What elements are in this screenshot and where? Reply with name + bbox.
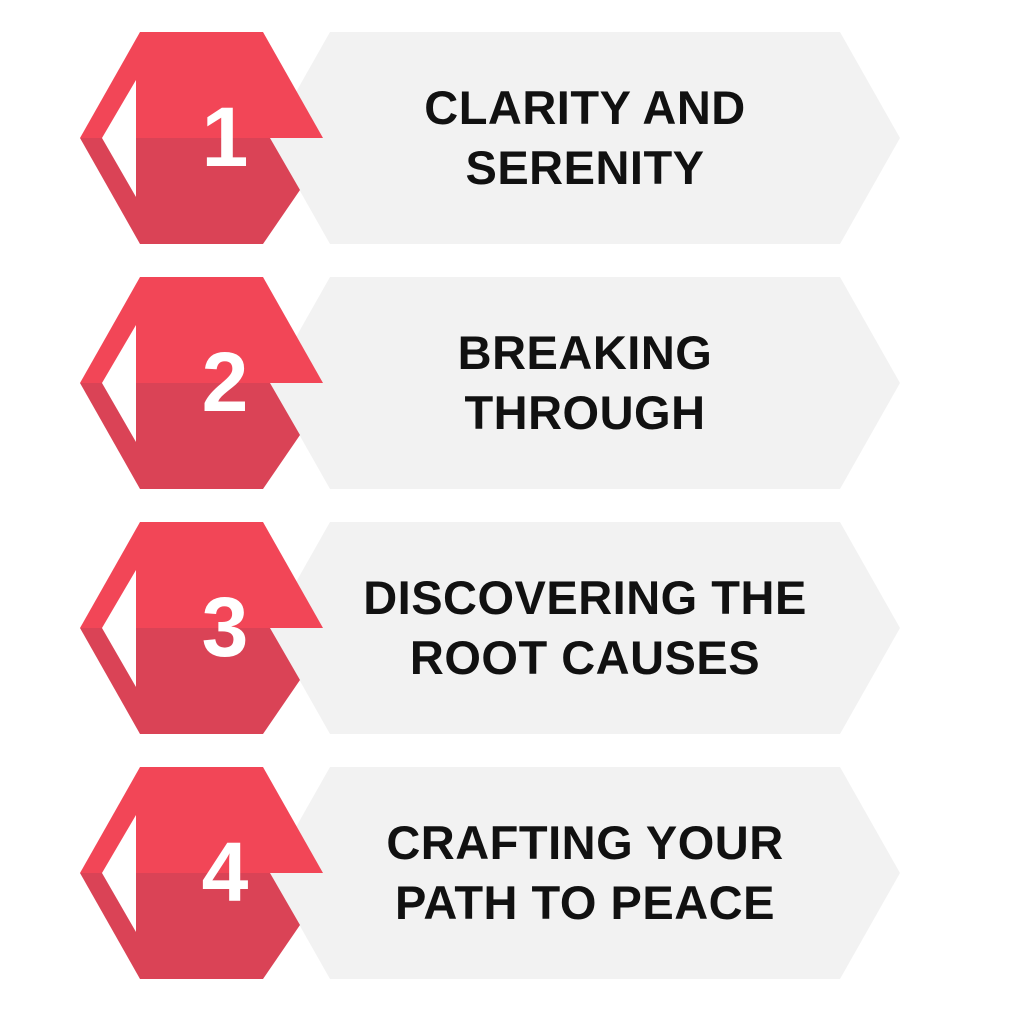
step-label-line-2: ROOT CAUSES bbox=[409, 631, 761, 684]
label-panel bbox=[270, 277, 900, 489]
hexagon-top-half bbox=[80, 767, 323, 873]
step-number: 2 bbox=[201, 335, 249, 429]
label-panel bbox=[270, 32, 900, 244]
step-item: 4 CRAFTING YOUR PATH TO PEACE bbox=[0, 767, 1024, 979]
hexagon-top-half bbox=[80, 277, 323, 383]
step-number: 4 bbox=[201, 825, 249, 919]
step-label-line-1: DISCOVERING THE bbox=[363, 571, 807, 624]
arrow-left-icon bbox=[102, 80, 136, 197]
step-number: 3 bbox=[201, 580, 249, 674]
step-hexagon-graphic bbox=[80, 277, 900, 489]
arrow-left-icon bbox=[102, 325, 136, 442]
step-label: DISCOVERING THE ROOT CAUSES bbox=[330, 522, 840, 734]
step-number: 1 bbox=[201, 90, 249, 184]
step-hexagon-graphic bbox=[80, 32, 900, 244]
step-label: CRAFTING YOUR PATH TO PEACE bbox=[330, 767, 840, 979]
step-label: BREAKING THROUGH bbox=[330, 277, 840, 489]
arrow-left-icon bbox=[102, 570, 136, 687]
step-hexagon-graphic bbox=[80, 522, 900, 734]
step-label-line-1: CLARITY AND bbox=[424, 81, 746, 134]
label-panel bbox=[270, 522, 900, 734]
step-hexagon-graphic bbox=[80, 767, 900, 979]
arrow-left-icon bbox=[102, 815, 136, 932]
step-label-line-2: SERENITY bbox=[465, 141, 705, 194]
step-label: CLARITY AND SERENITY bbox=[330, 32, 840, 244]
hexagon-top-half bbox=[80, 32, 323, 138]
step-item: 1 CLARITY AND SERENITY bbox=[0, 32, 1024, 244]
hexagon-top-half bbox=[80, 522, 323, 628]
step-label-line-1: CRAFTING YOUR bbox=[386, 816, 784, 869]
label-panel bbox=[270, 767, 900, 979]
step-label-line-1: BREAKING bbox=[457, 326, 713, 379]
step-label-line-2: PATH TO PEACE bbox=[395, 876, 775, 929]
step-label-line-2: THROUGH bbox=[464, 386, 706, 439]
step-item: 3 DISCOVERING THE ROOT CAUSES bbox=[0, 522, 1024, 734]
step-item: 2 BREAKING THROUGH bbox=[0, 277, 1024, 489]
